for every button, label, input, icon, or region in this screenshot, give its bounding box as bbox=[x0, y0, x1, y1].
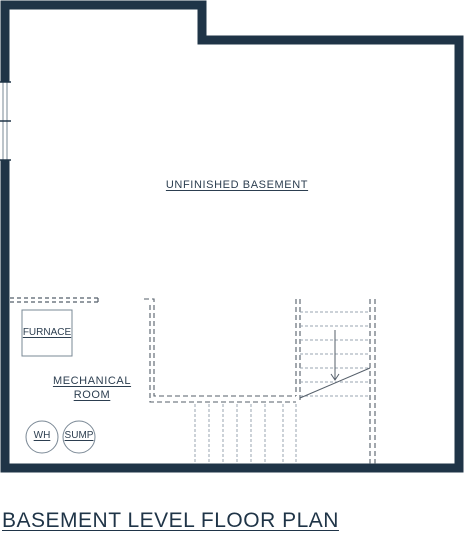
lower-stair-treads bbox=[194, 404, 297, 464]
furnace-box bbox=[21, 309, 73, 357]
window bbox=[0, 81, 11, 161]
mechanical-room-line1: MECHANICAL bbox=[52, 375, 132, 387]
water-heater-circle bbox=[25, 420, 59, 454]
room-label-mechanical-room: MECHANICAL ROOM bbox=[44, 374, 140, 402]
room-label-unfinished-basement: UNFINISHED BASEMENT bbox=[165, 179, 309, 191]
stair-enclosure bbox=[144, 298, 376, 464]
sump-label: SUMP bbox=[64, 430, 94, 441]
water-heater-label: WH bbox=[33, 430, 51, 441]
sump-circle bbox=[62, 420, 96, 454]
mechanical-partition bbox=[10, 297, 99, 303]
exterior-wall bbox=[0, 0, 464, 473]
mechanical-room-line2: ROOM bbox=[73, 389, 111, 401]
plan-title: BASEMENT LEVEL FLOOR PLAN bbox=[2, 509, 339, 532]
furnace-label: FURNACE bbox=[22, 327, 72, 338]
floor-plan bbox=[0, 0, 464, 473]
stair-direction-arrow bbox=[299, 330, 371, 399]
